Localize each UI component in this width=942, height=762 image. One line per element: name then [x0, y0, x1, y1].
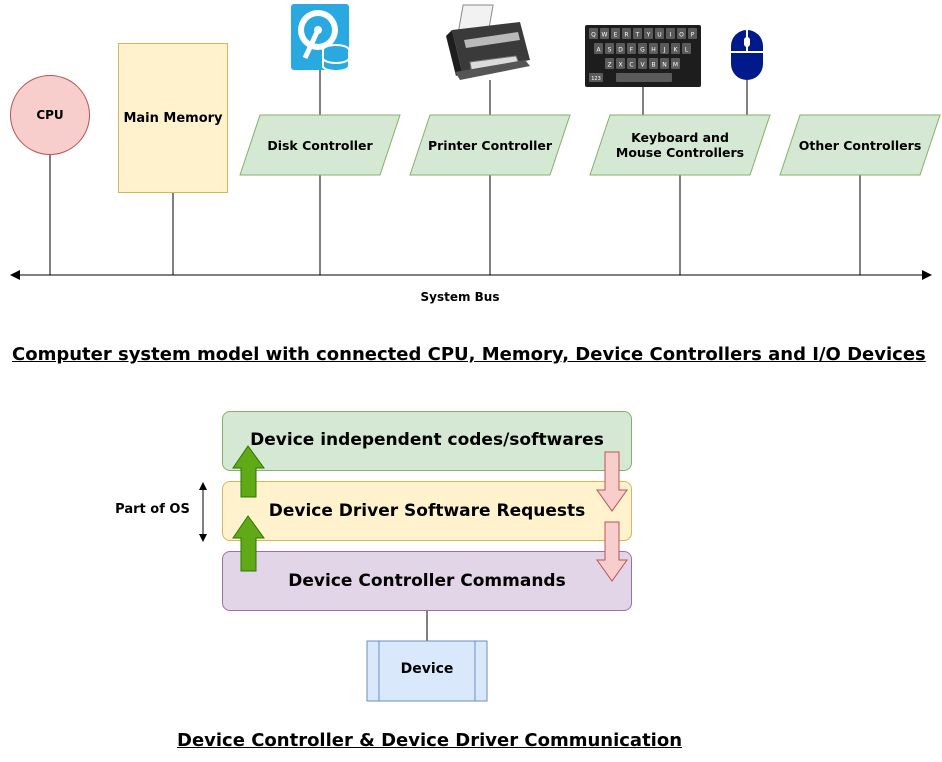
keyboard-key	[655, 28, 664, 39]
part-of-os-label: Part of OS	[115, 502, 190, 517]
keyboard-key-label: S	[608, 47, 612, 54]
keyboard-key-label: F	[630, 47, 634, 54]
keyboard-key-label: V	[640, 62, 645, 69]
system-bus-label: System Bus	[420, 290, 500, 304]
system-model-caption: Computer system model with connected CPU…	[12, 344, 926, 365]
device-controller-label: Device Controller Commands	[288, 571, 566, 591]
keyboard-key	[666, 28, 675, 39]
printer-controller-node: Printer Controller	[420, 115, 560, 175]
keyboard-key	[600, 28, 609, 39]
other-controllers-node: Other Controllers	[790, 115, 930, 175]
keyboard-key-label: K	[674, 47, 679, 54]
device-independent-layer: Device independent codes/softwares	[222, 411, 632, 471]
keyboard-key	[594, 43, 603, 54]
device-driver-layer: Device Driver Software Requests	[222, 481, 632, 541]
keyboard-key-label: E	[614, 32, 618, 39]
keyboard-key-label: A	[596, 47, 601, 54]
driver-stack-overlay	[199, 445, 628, 702]
keyboard-key-label: U	[657, 32, 661, 39]
keyboard-key	[649, 58, 658, 69]
bus-left-arrowhead	[10, 270, 20, 280]
keyboard-key-label: Z	[607, 62, 611, 69]
up-arrow-lower	[232, 515, 265, 572]
part-of-os-arrowhead-up	[199, 482, 207, 490]
cpu-label: CPU	[36, 108, 64, 122]
keyboard-key-label: J	[663, 47, 666, 54]
part-of-os-arrowhead-down	[199, 534, 207, 542]
printer-icon	[446, 4, 530, 80]
keyboard-key-label: N	[662, 62, 667, 69]
keyboard-key-label: H	[651, 47, 656, 54]
keyboard-key	[589, 73, 603, 82]
device-label: Device	[400, 661, 454, 677]
keyboard-key-label: T	[635, 32, 640, 39]
hard-disk-icon	[291, 4, 350, 72]
keyboard-key-label: Q	[591, 32, 596, 39]
printer-controller-shape	[409, 114, 571, 176]
main-memory-node: Main Memory	[118, 43, 228, 193]
keyboard-key	[682, 43, 691, 54]
keyboard-key-label: O	[679, 32, 684, 39]
keyboard-controller-shape	[589, 114, 771, 176]
cpu-node: CPU	[10, 75, 90, 155]
keyboard-key	[611, 28, 620, 39]
keyboard-key	[649, 43, 658, 54]
other-controllers-label: Other Controllers	[798, 137, 922, 153]
keyboard-key	[605, 43, 614, 54]
keyboard-key-label: M	[673, 62, 678, 69]
keyboard-key	[638, 43, 647, 54]
keyboard-key	[688, 28, 697, 39]
keyboard-key	[677, 28, 686, 39]
printer-controller-label: Printer Controller	[427, 137, 553, 153]
keyboard-key-label: W	[602, 32, 608, 39]
keyboard-key	[589, 28, 598, 39]
main-memory-label: Main Memory	[123, 110, 223, 126]
disk-controller-shape	[239, 114, 401, 176]
driver-communication-caption: Device Controller & Device Driver Commun…	[177, 730, 683, 751]
device-driver-label: Device Driver Software Requests	[268, 501, 586, 521]
keyboard-mouse-controller-label: Keyboard and Mouse Controllers	[615, 130, 745, 160]
keyboard-key	[638, 58, 647, 69]
down-arrow-upper	[596, 451, 628, 512]
keyboard-key-label: Y	[646, 32, 651, 39]
device-box	[366, 640, 488, 702]
keyboard-key	[660, 43, 669, 54]
keyboard-key-label: X	[618, 62, 622, 69]
keyboard-key-label: D	[618, 47, 623, 54]
keyboard-key-label: 123	[591, 76, 601, 82]
keyboard-key	[633, 28, 642, 39]
keyboard-key-label: I	[670, 32, 672, 39]
keyboard-key	[605, 58, 614, 69]
keyboard-key	[627, 58, 636, 69]
keyboard-key	[660, 58, 669, 69]
device-independent-label: Device independent codes/softwares	[250, 430, 604, 450]
bus-right-arrowhead	[922, 270, 932, 280]
keyboard-key	[671, 43, 680, 54]
mouse-icon	[731, 30, 763, 80]
keyboard-key	[622, 28, 631, 39]
keyboard-key-label: G	[640, 47, 645, 54]
up-arrow-upper	[232, 445, 265, 498]
keyboard-key	[616, 43, 625, 54]
device-controller-layer: Device Controller Commands	[222, 551, 632, 611]
down-arrow-lower	[596, 521, 628, 582]
disk-controller-node: Disk Controller	[250, 115, 390, 175]
keyboard-key-label: R	[624, 32, 628, 39]
disk-controller-label: Disk Controller	[267, 137, 373, 153]
keyboard-key	[671, 58, 680, 69]
keyboard-mouse-controller-node: Keyboard and Mouse Controllers	[605, 115, 755, 175]
keyboard-key-label: L	[685, 47, 689, 54]
keyboard-key-label: B	[651, 62, 655, 69]
keyboard-key	[644, 28, 653, 39]
keyboard-key	[616, 58, 625, 69]
keyboard-key	[627, 43, 636, 54]
keyboard-key-label: P	[691, 32, 695, 39]
keyboard-key-label: C	[629, 62, 633, 69]
other-controller-shape	[779, 114, 941, 176]
